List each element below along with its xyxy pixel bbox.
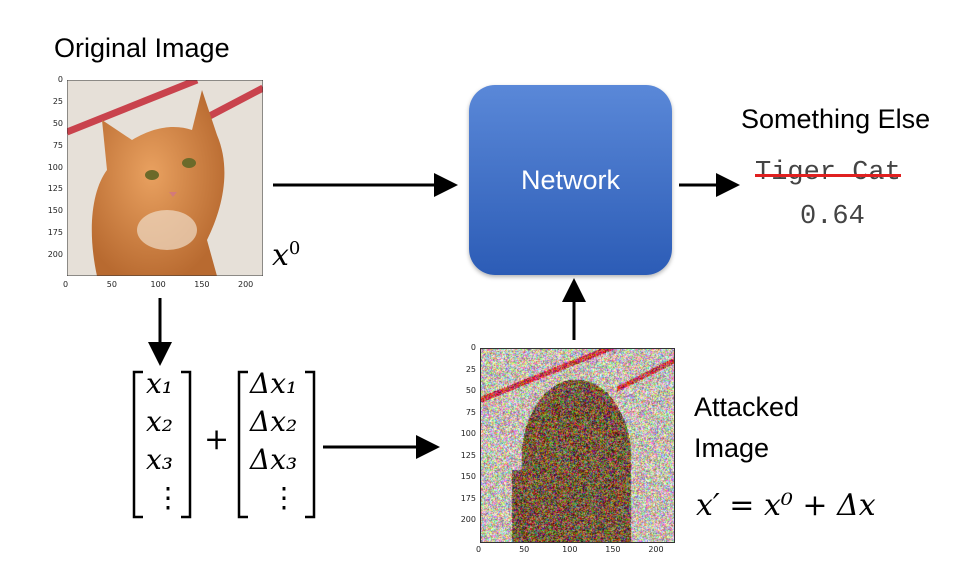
vector-entry: Δx₂ [250,403,298,441]
y-tick-label: 150 [461,472,476,481]
vector-entry: ⋮ [146,479,182,517]
y-tick-label: 50 [466,386,476,395]
x-tick-label: 200 [648,545,663,554]
y-tick-label: 75 [466,408,476,417]
y-tick-label: 125 [461,451,476,460]
y-tick-label: 175 [461,494,476,503]
x-tick-label: 0 [476,545,481,554]
attacked-title-line2: Image [694,433,769,464]
attacked-cat-image [480,348,675,543]
attacked-title-line1: Attacked [694,392,799,423]
vector-entry: x₂ [146,403,182,441]
vector-entry: Δx₁ [250,365,298,403]
vector-entry: ⋮ [250,479,298,517]
y-tick-label: 25 [466,365,476,374]
y-tick-label: 200 [461,515,476,524]
vector-entry: x₃ [146,441,182,479]
vector-entry: x₁ [146,365,182,403]
plus-sign: + [204,422,229,457]
y-tick-label: 100 [461,429,476,438]
vector-delta-x: Δx₁ Δx₂ Δx₃ ⋮ [250,365,298,517]
attack-formula: x′ = x⁰ + Δx [696,488,876,523]
x-tick-label: 100 [562,545,577,554]
vector-x: x₁ x₂ x₃ ⋮ [146,365,182,517]
vector-entry: Δx₃ [250,441,298,479]
x-tick-label: 50 [519,545,529,554]
y-tick-label: 0 [471,343,476,352]
x-tick-label: 150 [605,545,620,554]
